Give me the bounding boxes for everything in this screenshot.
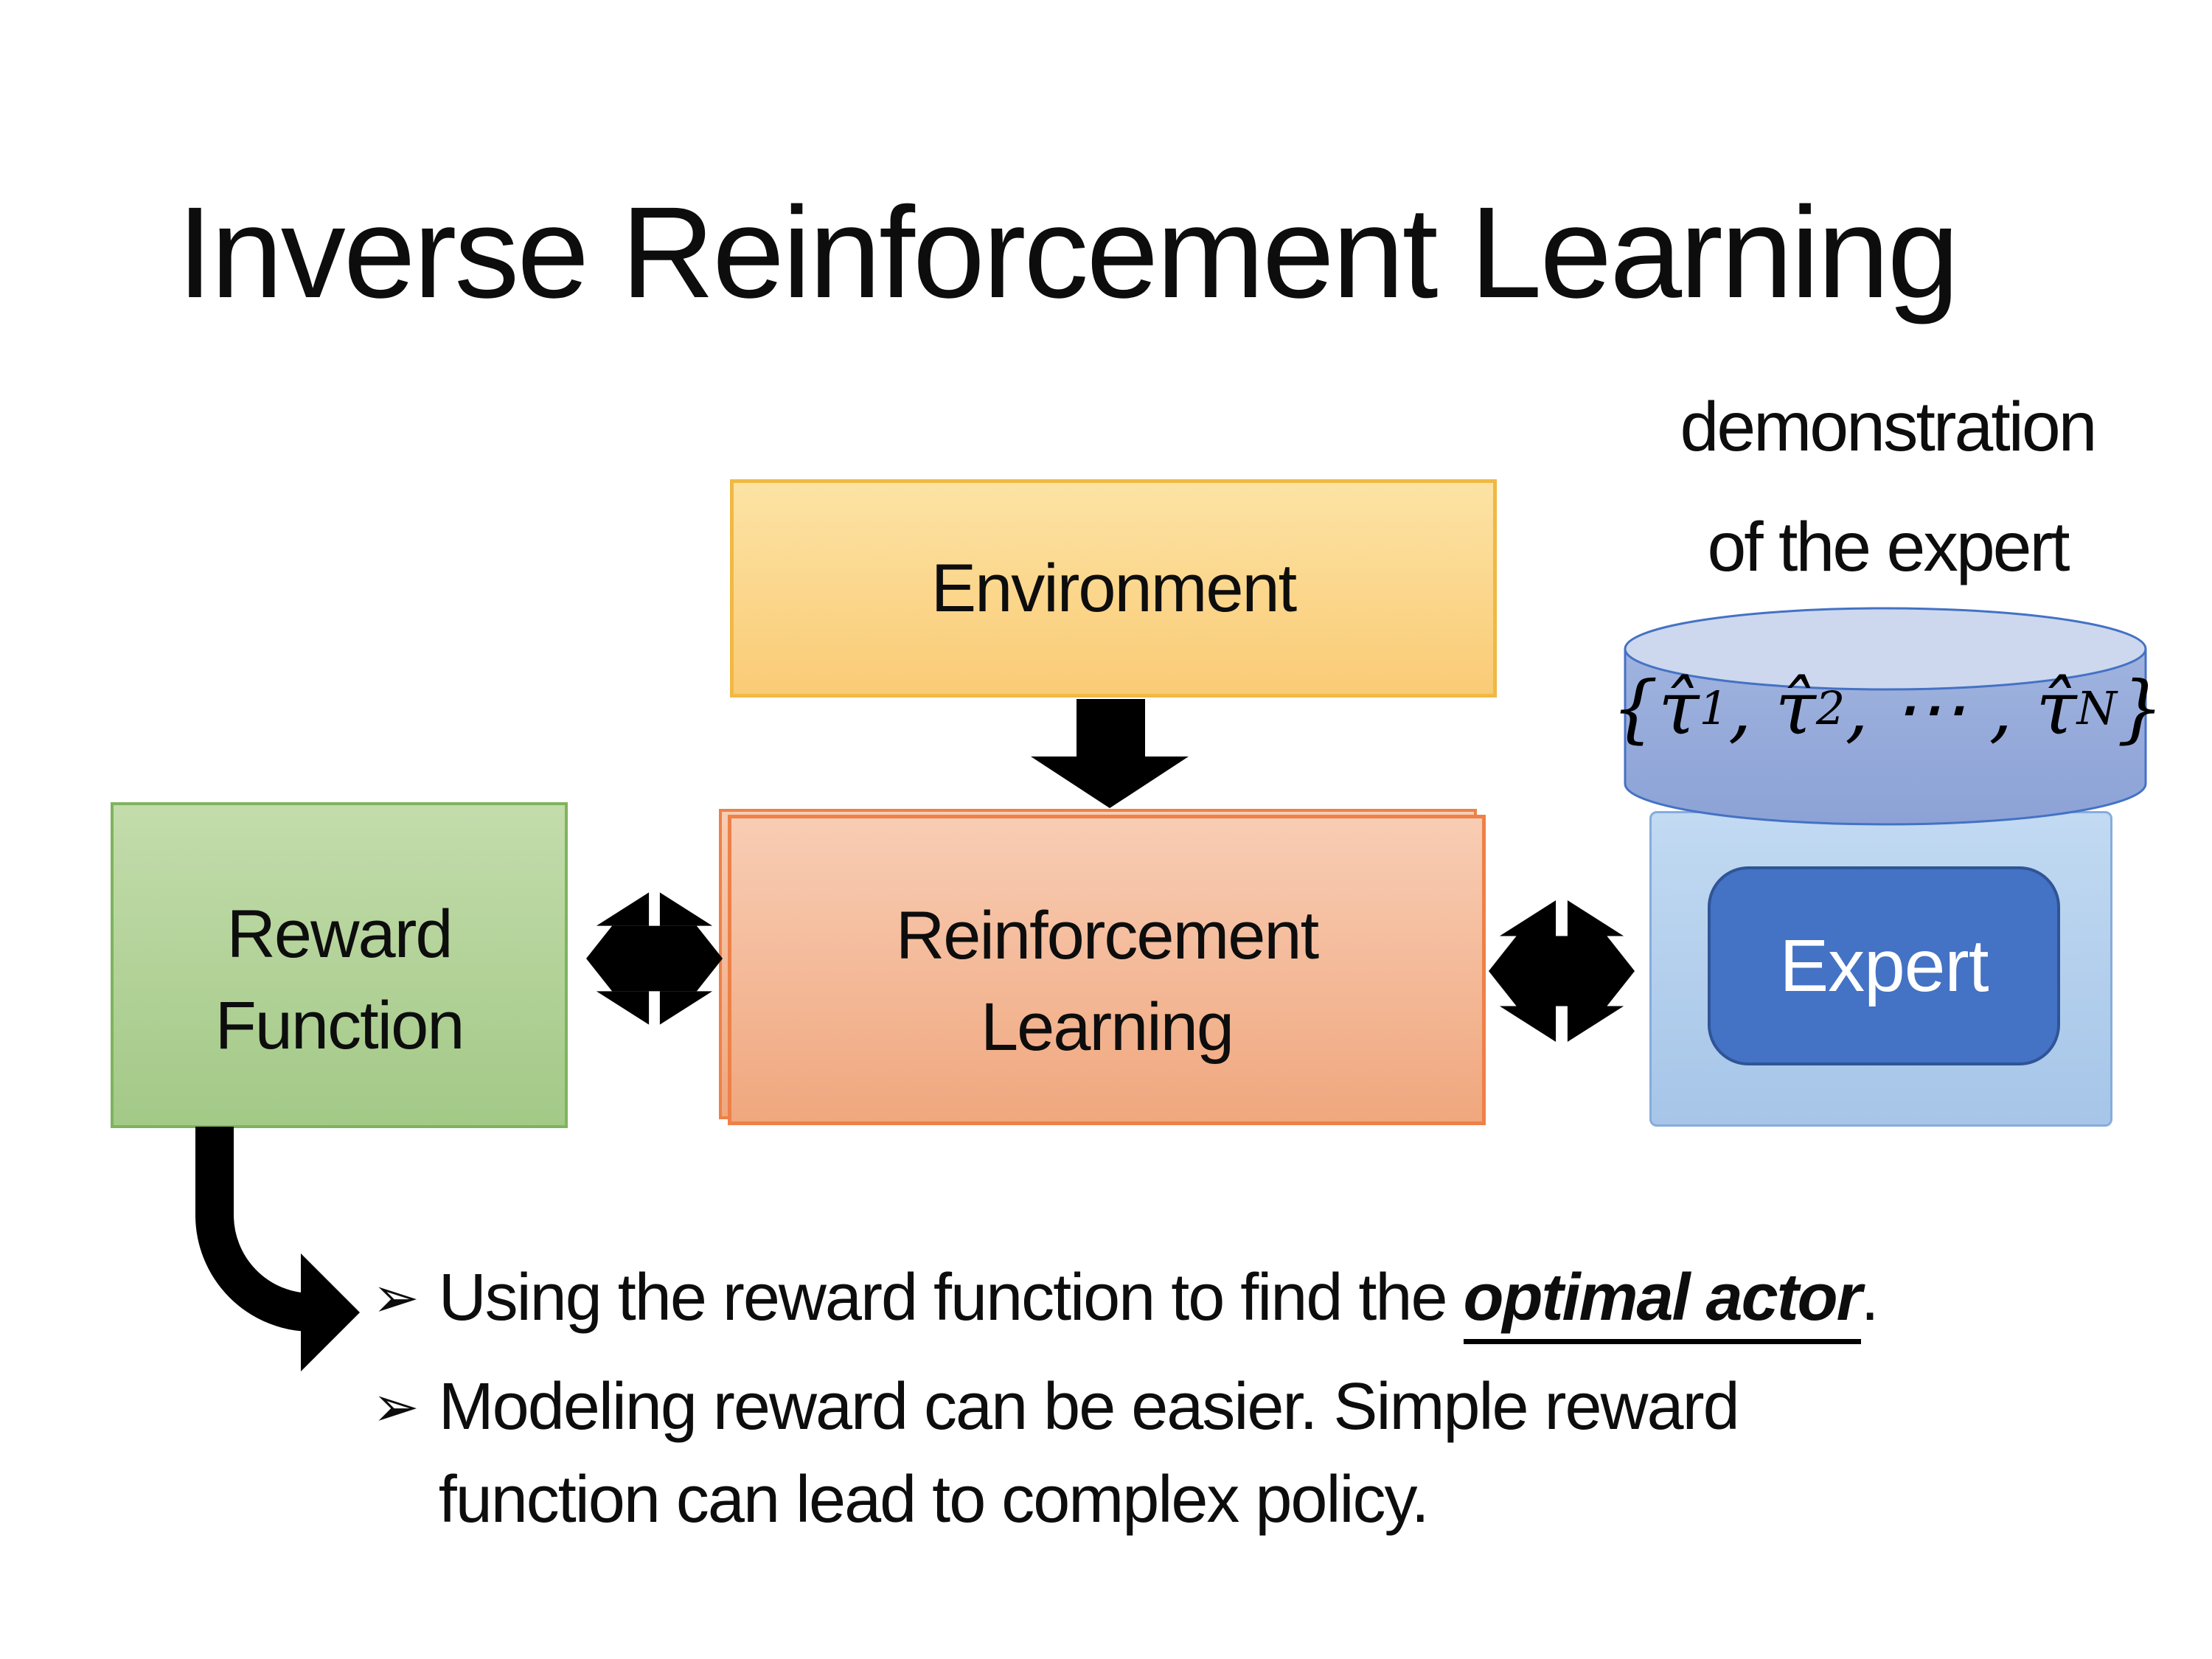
bullet-modeling-reward-text: Modeling reward can be easier. Simple re… [438, 1370, 1740, 1537]
optimal-actor-emphasis: optimal actor [1463, 1261, 1863, 1344]
environment-box: Environment [730, 479, 1497, 698]
bullet-optimal-actor: ➢ Using the reward function to find the … [372, 1253, 1879, 1344]
expert-box: Expert [1708, 866, 2060, 1065]
demonstration-caption: demonstration of the expert [1680, 388, 2097, 586]
reinforcement-learning-box: Reinforcement Learning [728, 815, 1486, 1125]
four-way-arrow-icon-right [1488, 897, 1635, 1046]
down-arrow-icon [1031, 699, 1189, 808]
reinforcement-learning-label: Reinforcement Learning [895, 897, 1319, 1065]
page-title: Inverse Reinforcement Learning [177, 181, 1959, 325]
reward-function-label: Reward Function [215, 897, 465, 1063]
environment-label: Environment [931, 551, 1297, 626]
bullet-marker-icon: ➢ [372, 1374, 420, 1439]
trajectory-set-formula: {τ̂1, τ̂2, ⋯ , τ̂N} [1611, 665, 2164, 751]
expert-label: Expert [1779, 924, 1989, 1007]
bullet-optimal-actor-text: Using the reward function to find the op… [439, 1253, 1879, 1344]
database-cylinder-icon [1624, 607, 2147, 826]
bullet-modeling-reward: ➢ Modeling reward can be easier. Simple … [372, 1360, 1740, 1546]
four-way-arrow-icon-left [586, 888, 723, 1029]
bullet-marker-icon: ➢ [372, 1265, 420, 1330]
reward-function-box: Reward Function [111, 802, 568, 1128]
elbow-arrow-icon [195, 1127, 360, 1371]
